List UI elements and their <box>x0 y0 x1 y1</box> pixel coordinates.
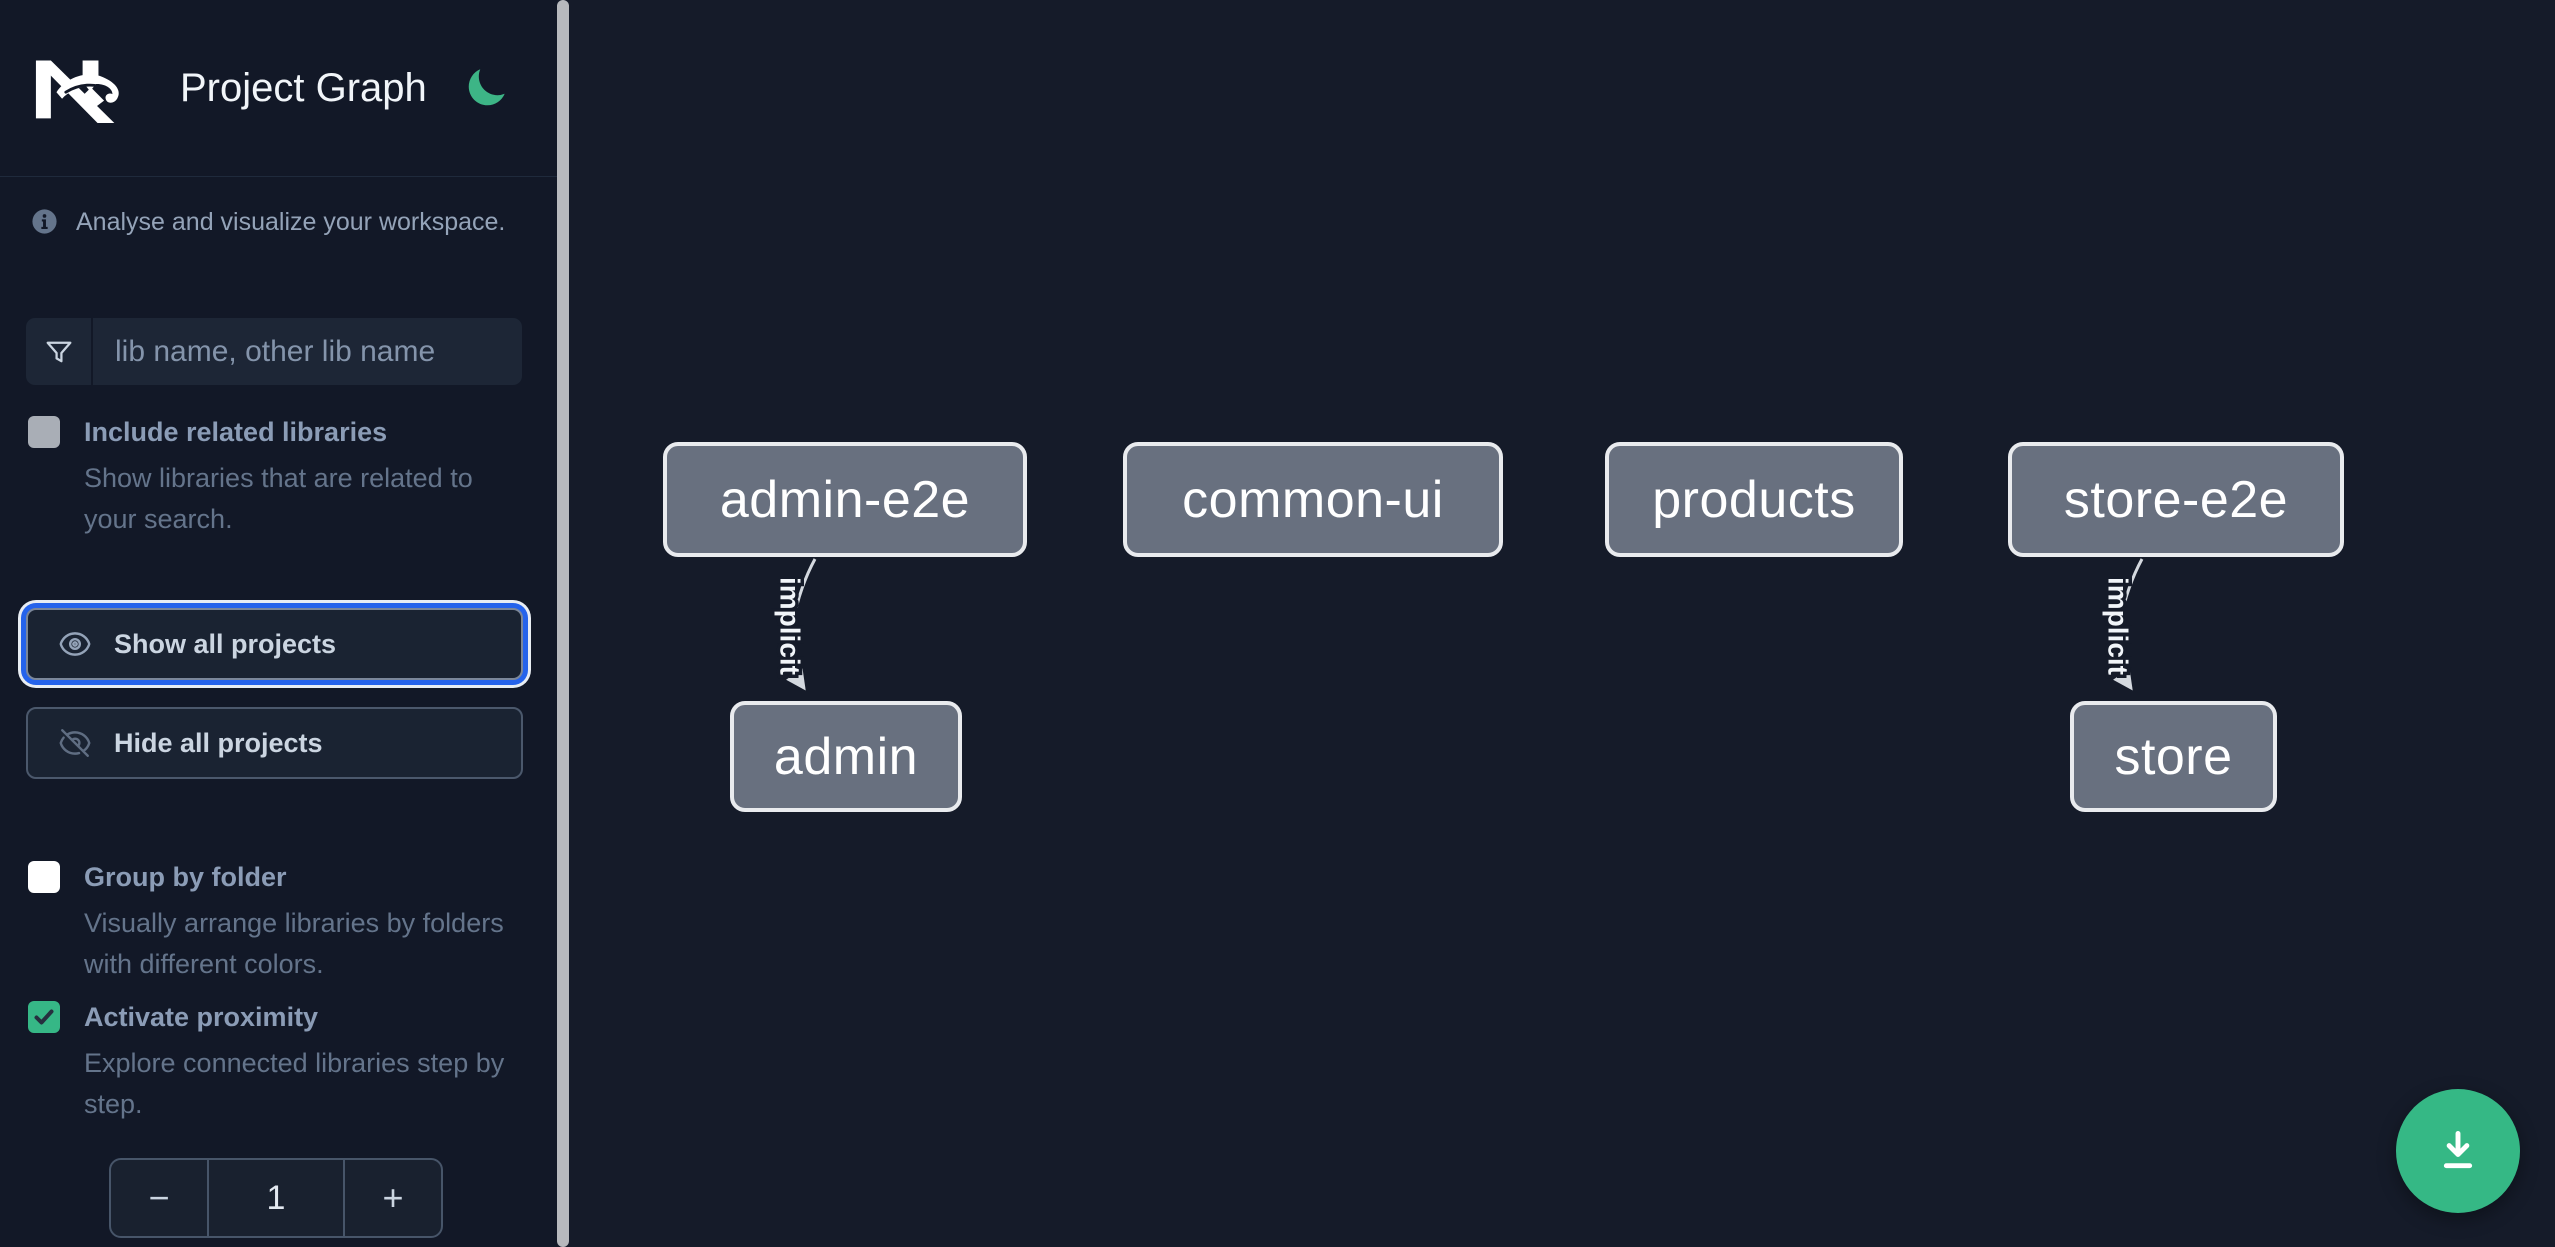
checkmark-icon <box>34 1009 54 1025</box>
node-store-e2e[interactable]: store-e2e <box>2008 442 2344 557</box>
hide-all-projects-button[interactable]: Hide all projects <box>26 707 523 779</box>
download-icon <box>2443 1131 2473 1169</box>
hide-all-projects-label: Hide all projects <box>114 727 323 758</box>
edge-label-implicit-1: implicit <box>775 577 806 675</box>
node-products[interactable]: products <box>1605 442 1903 557</box>
show-all-projects-button[interactable]: Show all projects <box>26 608 523 680</box>
page-title: Project Graph <box>180 65 427 110</box>
option-include-related: Include related libraries Show libraries… <box>28 416 530 540</box>
activate-proximity-checkbox[interactable] <box>28 1001 60 1033</box>
sidebar-header: Project Graph <box>0 0 557 177</box>
node-store[interactable]: store <box>2070 701 2277 812</box>
edge-label-implicit-2: implicit <box>2103 577 2134 675</box>
include-related-checkbox[interactable] <box>28 416 60 448</box>
nx-logo-icon <box>35 60 119 123</box>
activate-proximity-description: Explore connected libraries step by step… <box>84 1048 505 1119</box>
group-by-folder-description: Visually arrange libraries by folders wi… <box>84 908 504 979</box>
proximity-depth-value: 1 <box>207 1160 345 1236</box>
theme-toggle-button[interactable] <box>463 65 509 111</box>
edge-admin-e2e-admin <box>786 558 817 691</box>
group-by-folder-label: Group by folder <box>84 861 287 892</box>
decrement-button[interactable]: − <box>111 1160 207 1236</box>
option-activate-proximity: Activate proximity Explore connected lib… <box>28 1001 530 1125</box>
edge-store-e2e-store <box>2113 558 2144 691</box>
eye-slash-icon <box>59 729 91 757</box>
moon-icon <box>468 69 505 106</box>
info-text: Analyse and visualize your workspace. <box>76 208 506 236</box>
search-box <box>26 318 522 385</box>
include-related-label: Include related libraries <box>84 416 388 447</box>
option-group-by-folder: Group by folder Visually arrange librari… <box>28 861 530 985</box>
node-common-ui[interactable]: common-ui <box>1123 442 1503 557</box>
project-graph-canvas[interactable]: implicit implicit admin-e2e common-ui pr… <box>569 0 2555 1247</box>
show-all-projects-label: Show all projects <box>114 628 337 659</box>
workspace-info: Analyse and visualize your workspace. <box>30 203 530 241</box>
graph-edges: implicit implicit <box>771 558 2144 691</box>
include-related-description: Show libraries that are related to your … <box>84 463 473 534</box>
eye-icon <box>59 632 91 656</box>
activate-proximity-label: Activate proximity <box>84 1001 319 1032</box>
node-admin-e2e[interactable]: admin-e2e <box>663 442 1027 557</box>
download-graph-button[interactable] <box>2396 1089 2520 1213</box>
group-by-folder-checkbox[interactable] <box>28 861 60 893</box>
proximity-depth-stepper: − 1 + <box>109 1158 443 1238</box>
funnel-icon <box>26 318 93 385</box>
increment-button[interactable]: + <box>345 1160 441 1236</box>
node-admin[interactable]: admin <box>730 701 962 812</box>
search-input[interactable] <box>93 318 522 385</box>
sidebar-scrollbar[interactable] <box>557 0 569 1247</box>
info-icon <box>32 209 57 234</box>
sidebar: Project Graph Analyse and visualize your… <box>0 0 557 1247</box>
